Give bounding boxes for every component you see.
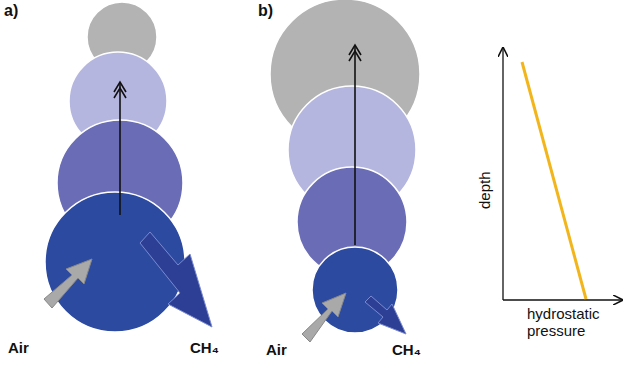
gas-label: CH₄ [392, 342, 421, 359]
methane-arrow [140, 232, 212, 327]
bubbles-a [45, 2, 185, 332]
rise-arrow [349, 45, 361, 245]
axis-title: hydrostatic pressure [527, 306, 627, 339]
depth-axis [502, 48, 503, 300]
axis-title: depth [477, 171, 494, 209]
panel-label: b) [258, 2, 273, 20]
air-arrow [302, 293, 346, 342]
panel-label: a) [4, 2, 18, 20]
rise-arrow [114, 82, 126, 215]
gas-label: Air [8, 340, 29, 357]
gas-label: CH₄ [190, 340, 219, 357]
methane-arrow [365, 296, 406, 334]
bubbles-b [270, 0, 420, 333]
gas-label: Air [266, 342, 287, 359]
pressure-line [522, 62, 586, 299]
air-arrow [44, 259, 92, 308]
pressure-axis [503, 299, 622, 300]
